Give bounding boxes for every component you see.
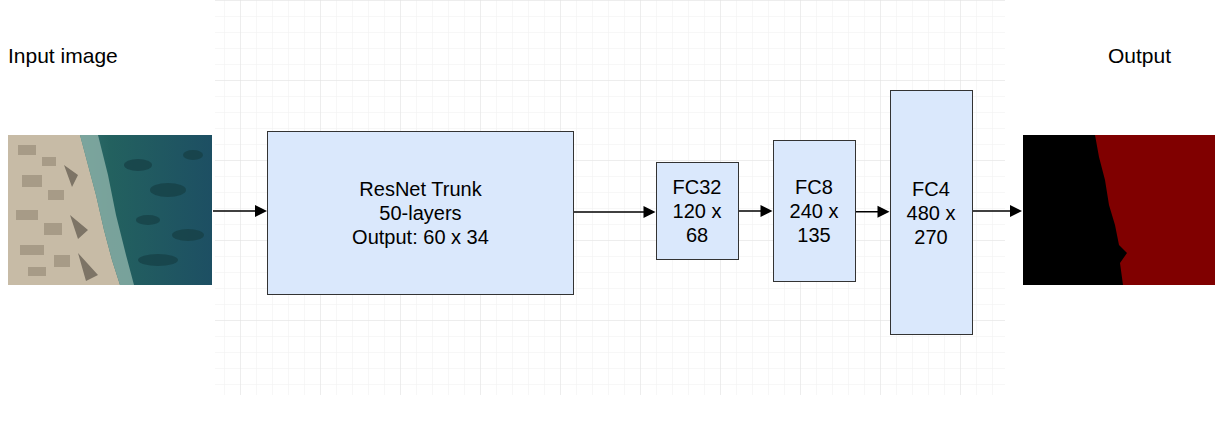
land-class: [1023, 135, 1215, 285]
sea-area: [8, 135, 212, 285]
output-arrow: [973, 210, 1011, 212]
arrowhead: [644, 206, 656, 218]
flow-arrow: [856, 206, 890, 218]
output-mask: [1023, 135, 1215, 285]
box-text: 50-layers: [379, 201, 461, 225]
image-caption: Input image: [8, 44, 118, 68]
box-text: 240 x 135: [780, 199, 849, 247]
process-box: FC32120 x 68: [656, 162, 739, 260]
box-text: ResNet Trunk: [359, 177, 481, 201]
output-arrowhead: [1010, 205, 1022, 217]
input-image: [8, 135, 212, 285]
process-box: FC8240 x 135: [773, 140, 856, 282]
process-box: ResNet Trunk50-layersOutput: 60 x 34: [267, 131, 574, 295]
arrowhead: [878, 206, 890, 218]
flow-arrow: [574, 206, 656, 218]
process-box: FC4480 x 270: [890, 90, 973, 335]
box-text: FC32: [673, 175, 722, 199]
input-arrowhead: [255, 205, 267, 217]
input-arrow: [213, 210, 256, 212]
connector-line: [739, 210, 762, 212]
flow-arrow: [739, 205, 773, 217]
sea-class: [1095, 135, 1215, 285]
reef-patches: [124, 150, 204, 266]
grid-background: [215, 0, 1005, 395]
connector-line: [856, 211, 879, 213]
box-text: 480 x 270: [897, 201, 966, 249]
arrowhead: [761, 205, 773, 217]
image-caption: Output: [1108, 44, 1171, 68]
box-text: FC4: [912, 177, 950, 201]
buildings: [16, 145, 70, 276]
box-text: FC8: [795, 175, 833, 199]
rocks: [64, 165, 98, 281]
connector-line: [574, 211, 645, 213]
shallow-water: [80, 135, 134, 285]
box-text: Output: 60 x 34: [352, 225, 489, 249]
box-text: 120 x 68: [663, 199, 732, 247]
